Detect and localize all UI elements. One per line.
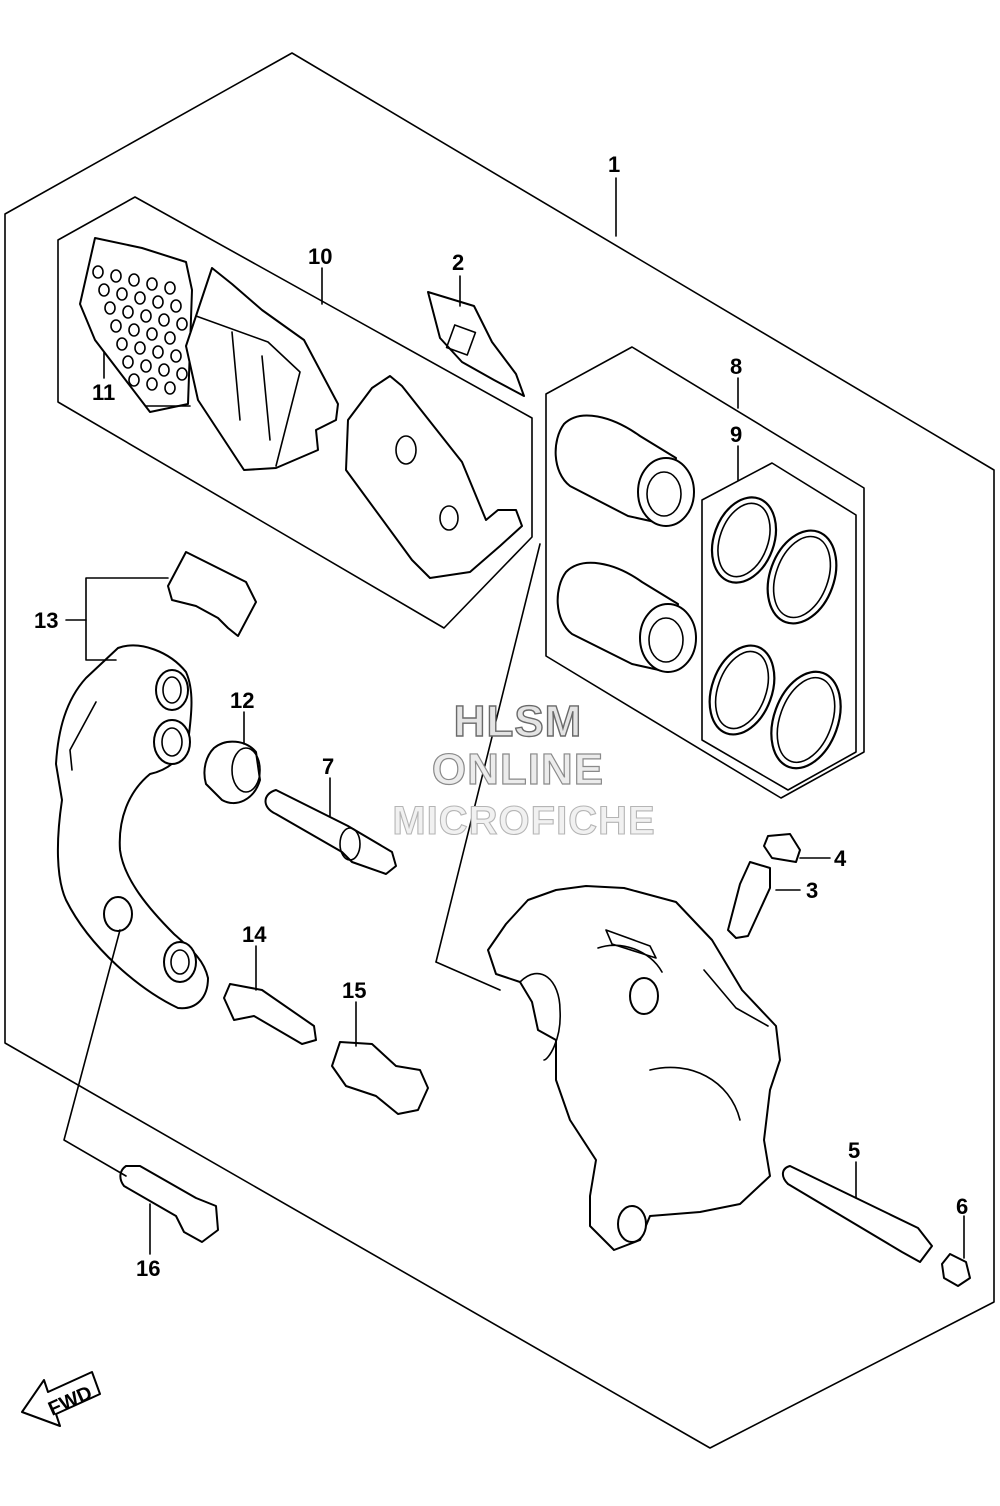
shim-hole xyxy=(170,349,182,363)
shim-hole xyxy=(164,331,176,345)
callout-10: 10 xyxy=(308,244,332,269)
bracket-bolt xyxy=(119,1165,219,1243)
watermark-line1: HLSM xyxy=(454,697,583,746)
fwd-direction-arrow-icon: FWD xyxy=(21,1371,101,1427)
caliper-bracket xyxy=(55,644,209,1010)
caliper-bolt xyxy=(331,1041,429,1115)
callout-16: 16 xyxy=(136,1256,160,1281)
shim-hole xyxy=(104,301,116,315)
callout-14: 14 xyxy=(242,922,267,947)
shim-hole xyxy=(128,273,140,287)
seal-set-box xyxy=(701,462,857,791)
callout-7: 7 xyxy=(322,754,334,779)
callout-11: 11 xyxy=(92,380,115,405)
watermark-line2: ONLINE xyxy=(432,745,604,794)
leader-lines xyxy=(63,177,965,1259)
shim-hole xyxy=(164,381,176,395)
shim-hole xyxy=(134,341,146,355)
callout-3: 3 xyxy=(806,878,818,903)
pad-set-box xyxy=(57,196,533,629)
shim-hole xyxy=(122,355,134,369)
brake-pad-front xyxy=(185,267,339,471)
shim-hole xyxy=(158,363,170,377)
watermark: HLSM ONLINE MICROFICHE xyxy=(392,696,655,843)
shim-hole xyxy=(98,283,110,297)
callout-12: 12 xyxy=(230,688,254,713)
shim-hole xyxy=(170,299,182,313)
piston-lower xyxy=(556,561,697,673)
shim-hole xyxy=(92,265,104,279)
brake-pad-rear xyxy=(345,375,523,579)
pin-plug xyxy=(941,1253,971,1287)
shim-hole xyxy=(134,291,146,305)
slide-pin-7 xyxy=(264,789,397,875)
shim-hole xyxy=(116,287,128,301)
assembly-outline xyxy=(4,52,995,1449)
callout-13: 13 xyxy=(34,608,58,633)
shim-hole xyxy=(140,309,152,323)
callout-4: 4 xyxy=(834,846,847,871)
piston-seals xyxy=(708,496,842,770)
callout-6: 6 xyxy=(956,1194,968,1219)
pad-clip xyxy=(167,551,257,637)
shim-hole xyxy=(140,359,152,373)
bleeder-valve xyxy=(727,861,771,939)
shim-hole xyxy=(110,319,122,333)
pad-pin xyxy=(782,1165,933,1263)
shim-hole xyxy=(128,373,140,387)
piston-set-box xyxy=(545,346,865,799)
callout-1: 1 xyxy=(608,152,620,177)
callout-9: 9 xyxy=(730,422,742,447)
shim-hole xyxy=(164,281,176,295)
pad-spring xyxy=(427,291,525,397)
callout-8: 8 xyxy=(730,354,742,379)
shim-hole xyxy=(128,323,140,337)
shim-hole xyxy=(146,327,158,341)
slide-pin-14 xyxy=(223,983,317,1045)
pin-boot xyxy=(203,740,261,805)
pad-shim xyxy=(79,237,193,413)
shim-hole xyxy=(116,337,128,351)
shim-hole xyxy=(176,367,188,381)
shim-hole xyxy=(152,345,164,359)
piston-upper xyxy=(554,414,695,527)
shim-hole xyxy=(176,317,188,331)
shim-hole xyxy=(146,377,158,391)
bleeder-cap xyxy=(763,833,801,863)
shim-hole xyxy=(122,305,134,319)
caliper-body xyxy=(487,885,781,1251)
callout-15: 15 xyxy=(342,978,366,1003)
shim-hole xyxy=(152,295,164,309)
shim-hole xyxy=(158,313,170,327)
callout-5: 5 xyxy=(848,1138,860,1163)
callout-labels: 1 2 3 4 5 6 7 8 9 10 11 12 13 14 15 16 xyxy=(34,152,968,1281)
shim-hole xyxy=(146,277,158,291)
shim-hole xyxy=(110,269,122,283)
callout-2: 2 xyxy=(452,250,464,275)
watermark-line3: MICROFICHE xyxy=(392,799,655,843)
